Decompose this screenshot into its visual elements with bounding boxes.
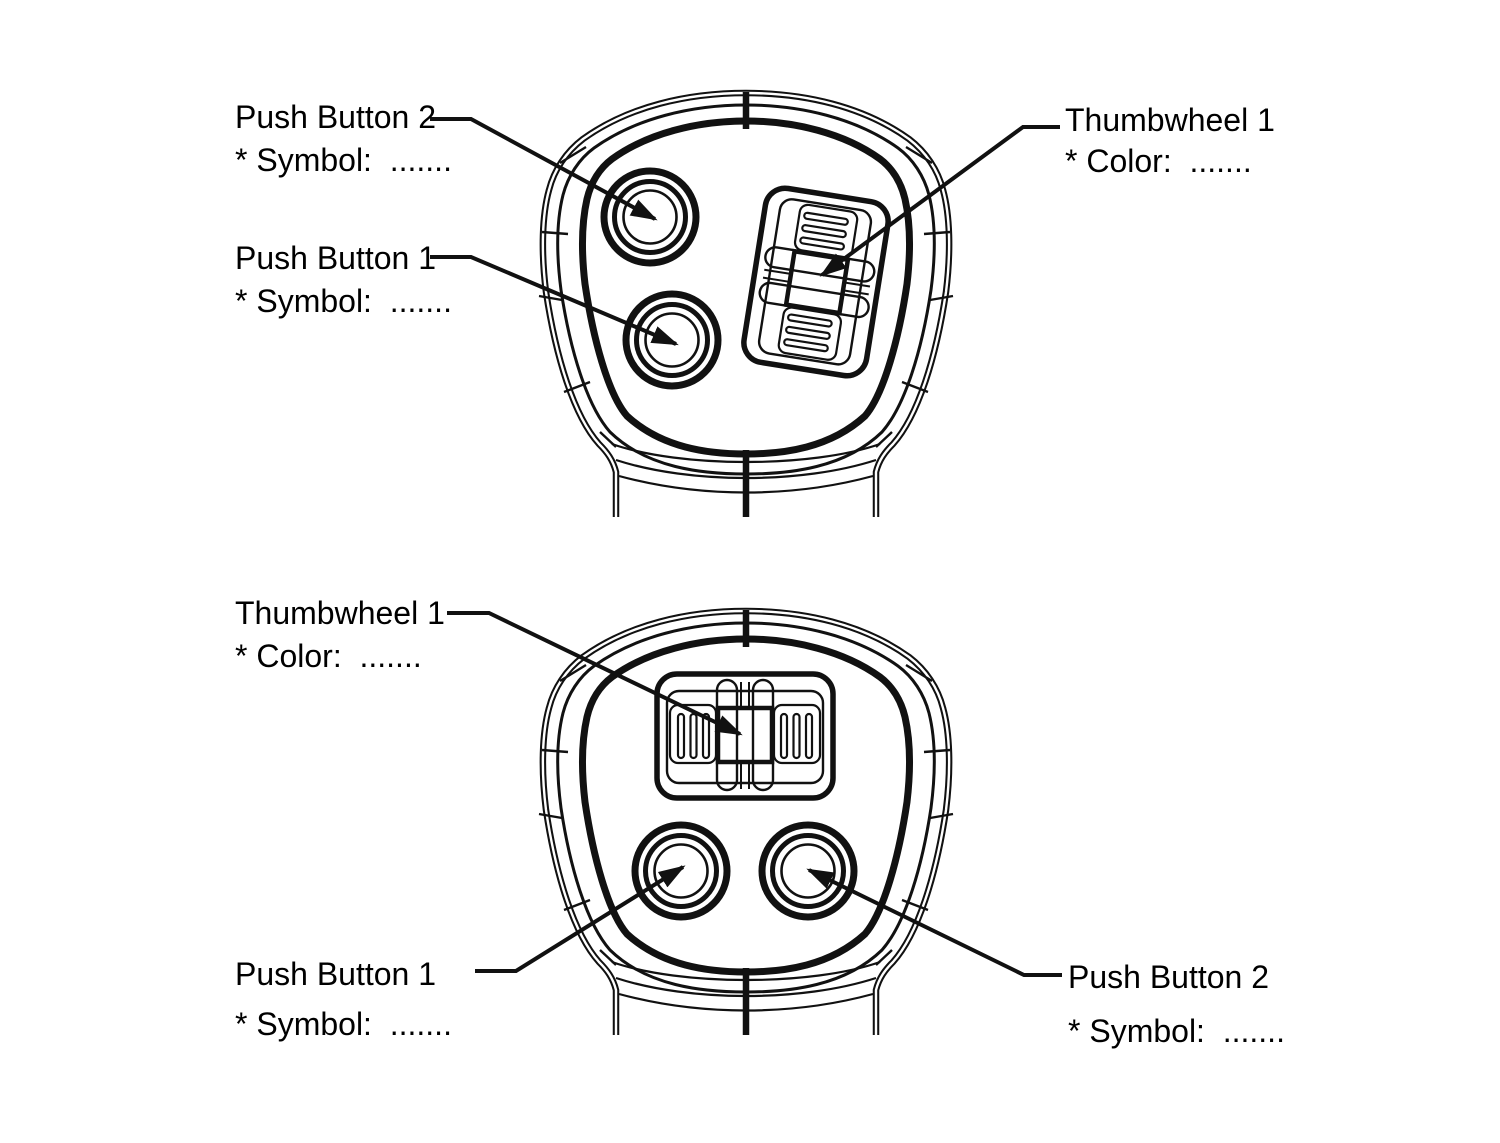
label-thumbwheel-1-top-property: * Color: ....... <box>1065 143 1252 179</box>
label-thumbwheel-1-top: Thumbwheel 1 <box>1065 102 1275 138</box>
label-push-button-1-top: Push Button 1 <box>235 240 437 276</box>
leader-push-button-1-bottom <box>475 865 686 973</box>
thumbwheel-1-bottom <box>657 674 833 798</box>
push-button-1-top <box>626 294 718 386</box>
thumbwheel-1-top <box>741 185 891 378</box>
label-push-button-2-top-property: * Symbol: ....... <box>235 142 452 178</box>
label-push-button-2-top: Push Button 2 <box>235 99 437 135</box>
label-push-button-1-top-property: * Symbol: ....... <box>235 283 452 319</box>
label-thumbwheel-1-bottom: Thumbwheel 1 <box>235 595 445 631</box>
label-thumbwheel-1-bottom-property: * Color: ....... <box>235 638 422 674</box>
label-push-button-1-bottom-property: * Symbol: ....... <box>235 1006 452 1042</box>
leader-thumbwheel-1-top <box>819 125 1060 277</box>
label-push-button-1-bottom: Push Button 1 <box>235 956 437 992</box>
leader-thumbwheel-1-bottom <box>447 611 743 736</box>
label-push-button-2-bottom: Push Button 2 <box>1068 959 1270 995</box>
leader-push-button-2-top <box>430 117 658 221</box>
joystick-head-top-view <box>539 92 953 517</box>
leader-lines <box>430 117 1062 977</box>
joystick-head-front-view <box>539 610 953 1035</box>
push-button-2-bottom <box>762 825 854 917</box>
leader-push-button-2-bottom <box>806 868 1062 977</box>
leader-push-button-1-top <box>430 255 679 346</box>
label-push-button-2-bottom-property: * Symbol: ....... <box>1068 1013 1285 1049</box>
push-button-1-bottom <box>635 825 727 917</box>
